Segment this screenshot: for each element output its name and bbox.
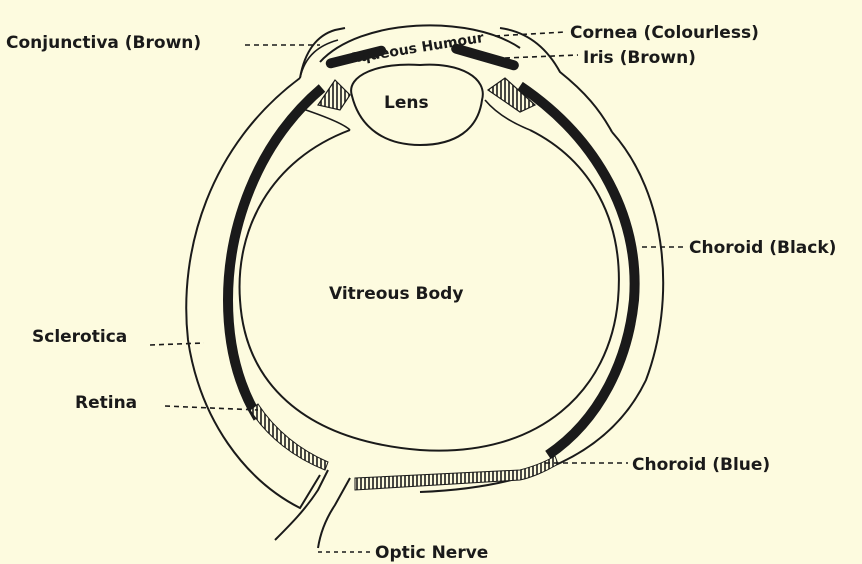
label-vitreous: Vitreous Body [329, 284, 463, 304]
label-sclerotica: Sclerotica [32, 327, 127, 347]
label-retina: Retina [75, 393, 137, 413]
ciliary-left [318, 80, 350, 110]
leader-retina [165, 406, 258, 410]
label-iris: Iris (Brown) [583, 48, 696, 68]
retina-hatch-bottom [355, 456, 558, 490]
choroid-black-band-right [520, 86, 635, 455]
label-choroid-black: Choroid (Black) [689, 238, 836, 258]
hyaloid-left [300, 108, 350, 130]
label-lens: Lens [384, 93, 429, 113]
leader-sclerotica [150, 343, 204, 345]
label-choroid-blue: Choroid (Blue) [632, 455, 770, 475]
label-conjunctiva: Conjunctiva (Brown) [6, 33, 201, 53]
label-optic-nerve: Optic Nerve [375, 543, 488, 563]
label-cornea: Cornea (Colourless) [570, 23, 759, 43]
leader-cornea [495, 32, 565, 36]
optic-nerve-right [318, 478, 350, 548]
label-aqueous: Aqueous Humour [348, 30, 485, 67]
retina-hatch-left [250, 404, 328, 470]
leader-iris [505, 55, 578, 58]
sclerotica-front-left [300, 28, 345, 78]
